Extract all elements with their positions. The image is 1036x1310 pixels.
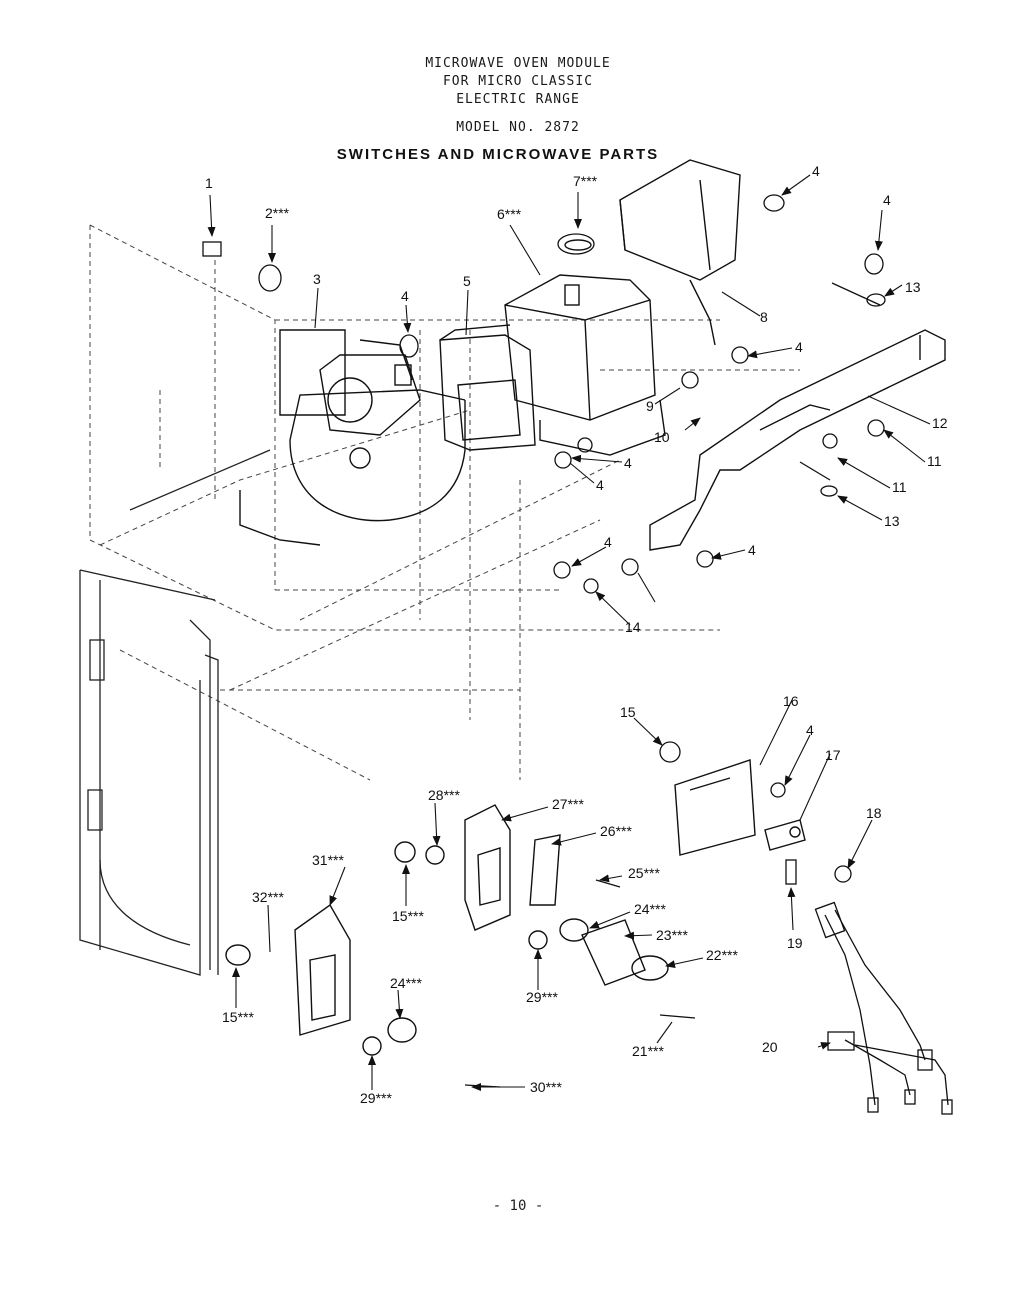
callout-18: 18 bbox=[866, 805, 882, 821]
page-number: - 10 - bbox=[492, 1198, 544, 1214]
callout-labels: 1 2*** 3 4 5 6*** 7*** 4 4 13 8 4 9 10 1… bbox=[205, 163, 948, 1106]
magnetron bbox=[504, 239, 666, 456]
callout-8: 8 bbox=[760, 309, 768, 325]
callout-11: 11 bbox=[927, 453, 942, 469]
callout-31: 31*** bbox=[312, 852, 344, 868]
callout-4: 4 bbox=[624, 455, 632, 471]
callout-6: 6*** bbox=[497, 206, 522, 222]
blower-assembly bbox=[239, 329, 466, 546]
callout-4: 4 bbox=[795, 339, 803, 355]
callout-4: 4 bbox=[883, 192, 891, 208]
callout-3: 3 bbox=[313, 271, 321, 287]
hardware-parts bbox=[202, 194, 886, 1088]
leader-arrows bbox=[207, 174, 931, 1091]
callout-21: 21*** bbox=[632, 1043, 664, 1059]
callout-5: 5 bbox=[463, 273, 471, 289]
wiring-harness bbox=[814, 901, 953, 1115]
callout-4: 4 bbox=[604, 534, 612, 550]
callout-11: 11 bbox=[892, 479, 907, 495]
callout-10: 10 bbox=[654, 429, 670, 445]
callout-13: 13 bbox=[884, 513, 900, 529]
cabinet-outline bbox=[89, 224, 800, 781]
waveguide-duct bbox=[439, 324, 536, 451]
switch-assembly-left bbox=[225, 841, 548, 1056]
callout-4: 4 bbox=[748, 542, 756, 558]
callout-24: 24*** bbox=[634, 901, 666, 917]
callout-23: 23*** bbox=[656, 927, 688, 943]
callout-4: 4 bbox=[596, 477, 604, 493]
callout-25: 25*** bbox=[628, 865, 660, 881]
callout-14: 14 bbox=[625, 619, 641, 635]
callout-13: 13 bbox=[905, 279, 921, 295]
callout-29: 29*** bbox=[526, 989, 558, 1005]
switch-assembly-center bbox=[464, 804, 669, 986]
section-title: SWITCHES AND MICROWAVE PARTS bbox=[336, 146, 660, 163]
callout-4: 4 bbox=[812, 163, 820, 179]
callout-1: 1 bbox=[205, 175, 213, 191]
callout-4: 4 bbox=[806, 722, 814, 738]
callout-26: 26*** bbox=[600, 823, 632, 839]
callout-12: 12 bbox=[932, 415, 948, 431]
callout-4: 4 bbox=[401, 288, 409, 304]
callout-22: 22*** bbox=[706, 947, 738, 963]
callout-16: 16 bbox=[783, 693, 799, 709]
callout-2: 2*** bbox=[265, 205, 290, 221]
callout-19: 19 bbox=[787, 935, 803, 951]
callout-9: 9 bbox=[646, 398, 654, 414]
callout-20: 20 bbox=[762, 1039, 778, 1055]
callout-17: 17 bbox=[825, 747, 841, 763]
title-line-3: ELECTRIC RANGE bbox=[456, 92, 580, 107]
relay-bracket bbox=[674, 759, 806, 856]
model-number: MODEL NO. 2872 bbox=[456, 120, 580, 135]
cabinet-frame bbox=[79, 449, 271, 976]
callout-28: 28*** bbox=[428, 787, 460, 803]
callout-27: 27*** bbox=[552, 796, 584, 812]
title-line-2: FOR MICRO CLASSIC bbox=[442, 74, 594, 89]
callout-15: 15*** bbox=[222, 1009, 254, 1025]
callout-15: 15*** bbox=[392, 908, 424, 924]
title-line-1: MICROWAVE OVEN MODULE bbox=[425, 56, 611, 71]
callout-30: 30*** bbox=[530, 1079, 562, 1095]
callout-24: 24*** bbox=[390, 975, 422, 991]
support-rail bbox=[649, 329, 946, 551]
callout-7: 7*** bbox=[573, 173, 598, 189]
callout-32: 32*** bbox=[252, 889, 284, 905]
callout-15: 15 bbox=[620, 704, 636, 720]
callout-29: 29*** bbox=[360, 1090, 392, 1106]
capacitor-bracket bbox=[619, 159, 741, 346]
